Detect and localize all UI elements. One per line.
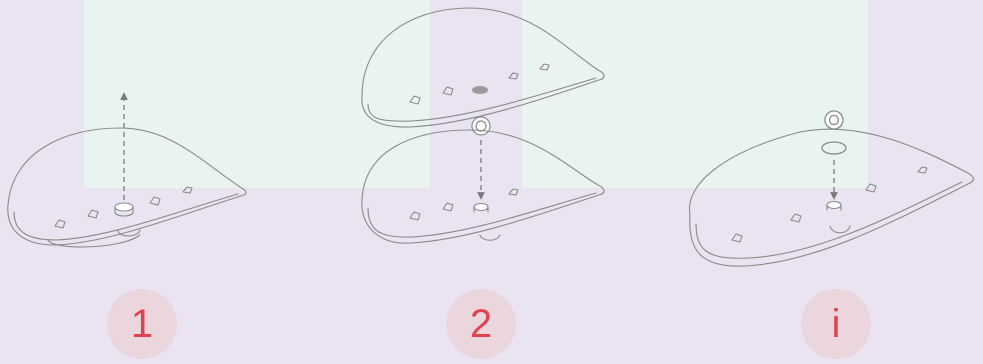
step-info-badge: i bbox=[801, 289, 871, 359]
step1-shell-illustration bbox=[8, 128, 246, 247]
step-1-badge: 1 bbox=[107, 289, 177, 359]
step2-lower-shell-illustration bbox=[362, 130, 604, 243]
step2-upper-shell-illustration bbox=[362, 8, 604, 127]
step-info-rings bbox=[822, 111, 846, 154]
step2-gear-pad bbox=[472, 117, 490, 135]
step-info-shell-illustration bbox=[689, 129, 973, 266]
step-2-badge: 2 bbox=[446, 289, 516, 359]
step-1-label: 1 bbox=[131, 304, 153, 344]
step-info-label: i bbox=[832, 304, 841, 344]
step-2-label: 2 bbox=[470, 304, 492, 344]
